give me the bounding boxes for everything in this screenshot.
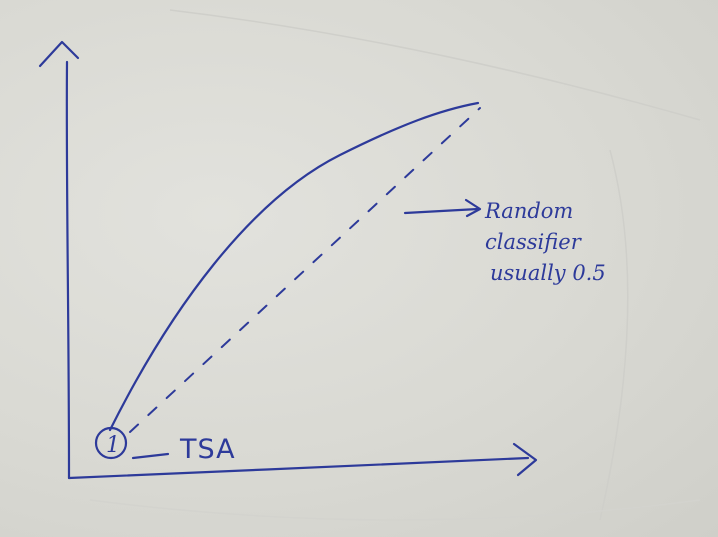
x-axis-line — [67, 456, 530, 480]
annotation-line-3: usually 0.5 — [490, 261, 606, 285]
roc-curve — [108, 101, 480, 432]
origin-point-circle — [94, 426, 128, 460]
background-pencil-mark — [599, 149, 629, 521]
tsa-label: TSA — [179, 434, 236, 465]
y-axis-arrowhead — [38, 40, 80, 68]
annotation-arrowhead — [464, 198, 482, 218]
background-pencil-mark — [89, 499, 701, 521]
tsa-leader-line — [131, 452, 170, 460]
annotation-line-1: Random — [484, 199, 573, 223]
annotation-arrow-line — [403, 207, 480, 215]
random-classifier-diagonal — [129, 107, 481, 433]
origin-point-marker: 1 — [106, 433, 120, 458]
x-axis-arrowhead — [512, 442, 538, 477]
background-pencil-mark — [169, 9, 701, 121]
y-axis-line — [65, 60, 71, 480]
annotation-line-2: classifier — [485, 230, 583, 254]
